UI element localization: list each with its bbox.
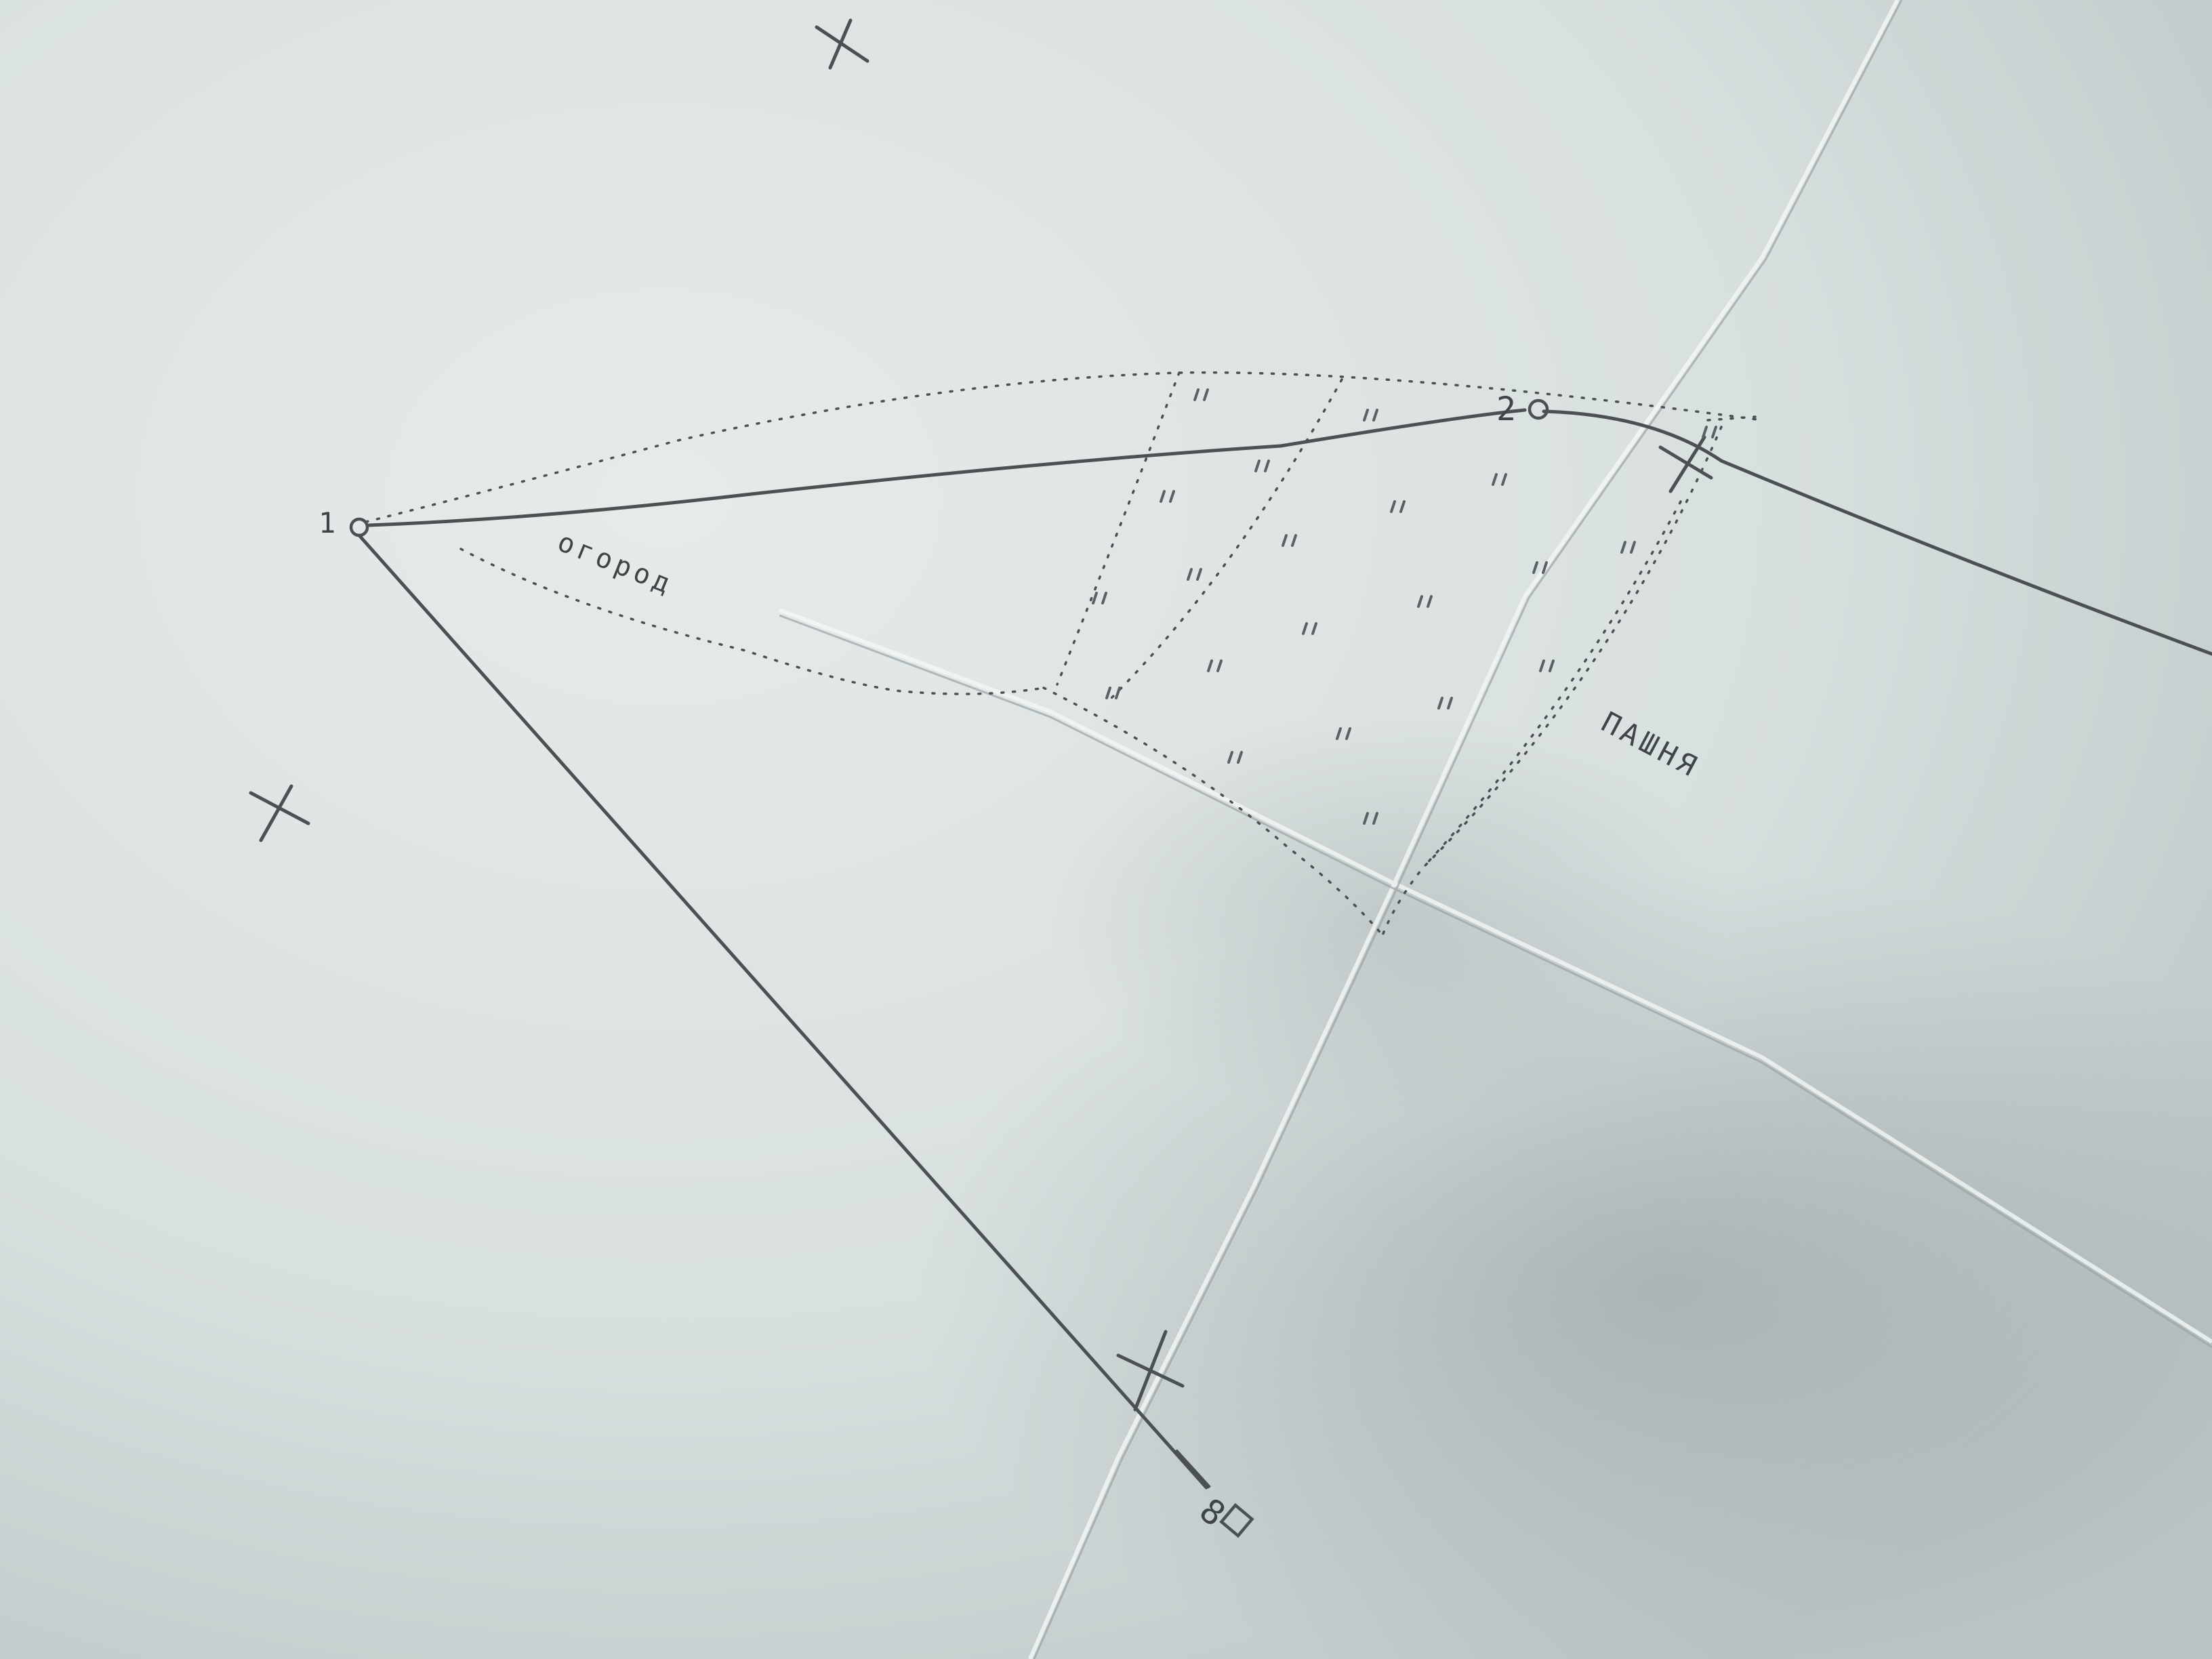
hatch-mark [1227, 751, 1243, 764]
fold-creases [778, 0, 2212, 1659]
point-1: 1 [319, 506, 369, 539]
hatch-mark [1363, 409, 1378, 422]
point-1-marker [349, 517, 369, 537]
point-2: 2 [1496, 390, 1549, 428]
hatch-mark [1302, 622, 1317, 635]
hatch-mark [1417, 595, 1433, 608]
hatch-mark [1193, 388, 1209, 401]
hatch-mark [1702, 426, 1717, 438]
point-1-label: 1 [319, 506, 335, 539]
hatch-mark [1363, 812, 1378, 825]
hatch-mark [1532, 561, 1548, 574]
dotted-contours [365, 371, 1763, 937]
hatch-field-top [1706, 415, 1757, 422]
hatch-mark [1207, 659, 1223, 672]
crease-vertical [1028, 0, 1900, 1659]
hatch-mark [1539, 659, 1555, 672]
crease-horizontal [778, 608, 2212, 1344]
boundary-1-8 [357, 533, 1208, 1490]
hatch-mark [1620, 541, 1636, 554]
grid-crosses [249, 18, 1713, 1412]
point-2-label: 2 [1496, 390, 1516, 428]
point-8: 8 [1174, 1449, 1254, 1538]
hatch-mark [1282, 534, 1297, 547]
hatch-mark [1254, 459, 1270, 472]
boundary-2-east [1542, 409, 2212, 656]
hatch-mark [1492, 473, 1507, 486]
garden-dotted-outline [365, 371, 1763, 523]
garden-lower-dotted [459, 548, 1045, 695]
point-8-stub [1174, 1449, 1211, 1489]
point-2-marker [1528, 398, 1549, 420]
hatch-mark [1336, 727, 1351, 740]
hatch-mark [1437, 697, 1453, 710]
hatch-border-mid [1110, 378, 1343, 699]
hatch-mark [1105, 687, 1121, 699]
hatch-field-boundary-a [1381, 426, 1723, 937]
plus-cross-icon [1116, 1330, 1185, 1412]
hatch-mark [1390, 500, 1406, 513]
hatch-marks [1092, 388, 1717, 825]
boundary-1-2 [367, 408, 1527, 527]
plus-cross-icon [815, 18, 869, 70]
hatch-mark [1187, 568, 1202, 581]
hatch-mark [1092, 592, 1107, 605]
point-8-marker [1219, 1502, 1254, 1538]
boundary-lines [357, 408, 2212, 1490]
hatch-bottom [1042, 687, 1384, 937]
paper-shadow-center [1050, 712, 1728, 1118]
hatch-mark [1160, 490, 1175, 503]
plus-cross-icon [249, 784, 310, 842]
